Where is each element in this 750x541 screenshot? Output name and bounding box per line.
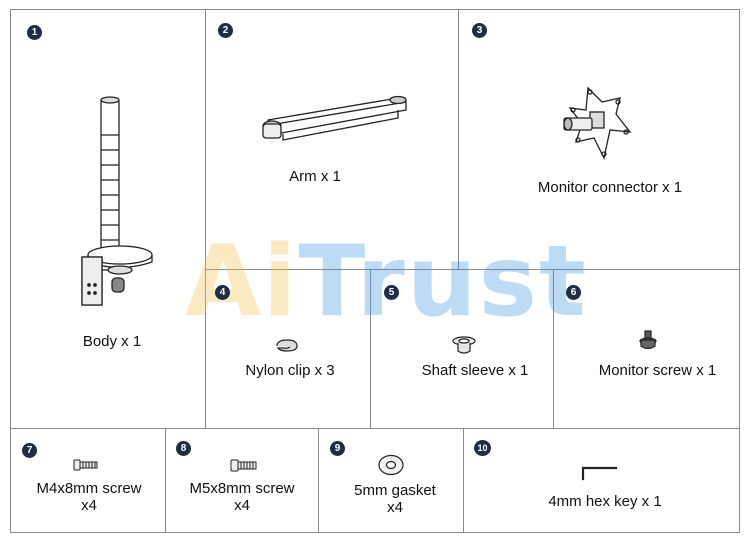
part-number-8: 8 bbox=[176, 441, 191, 456]
gasket-icon bbox=[378, 454, 404, 476]
part-number-3: 3 bbox=[472, 23, 487, 38]
arm-icon bbox=[262, 95, 407, 141]
part-label-7-name: M4x8mm screw bbox=[36, 480, 142, 497]
part-number-6: 6 bbox=[566, 285, 581, 300]
part-label-10: 4mm hex key x 1 bbox=[548, 493, 662, 510]
part-number-5: 5 bbox=[384, 285, 399, 300]
part-label-4: Nylon clip x 3 bbox=[245, 362, 335, 379]
part-label-8-name: M5x8mm screw bbox=[189, 480, 295, 497]
monitor-pole-body-icon bbox=[81, 96, 153, 306]
part-label-6: Monitor screw x 1 bbox=[598, 362, 717, 379]
part-number-1: 1 bbox=[27, 25, 42, 40]
part-label-8: M5x8mm screw x4 bbox=[178, 480, 306, 514]
part-number-7: 7 bbox=[22, 443, 37, 458]
shaft-sleeve-icon bbox=[452, 336, 476, 354]
hex-key-icon bbox=[581, 466, 618, 481]
m4-screw-icon bbox=[73, 459, 98, 471]
part-label-7: M4x8mm screw x4 bbox=[28, 480, 150, 514]
part-number-9: 9 bbox=[330, 441, 345, 456]
vesa-bracket-icon bbox=[563, 86, 632, 160]
part-label-2: Arm x 1 bbox=[289, 168, 341, 185]
part-label-5: Shaft sleeve x 1 bbox=[421, 362, 529, 379]
part-number-10: 10 bbox=[474, 440, 491, 456]
part-cell-10 bbox=[463, 428, 740, 533]
part-label-9-qty: x4 bbox=[387, 499, 403, 516]
part-label-1: Body x 1 bbox=[82, 333, 142, 350]
part-label-7-qty: x4 bbox=[81, 497, 97, 514]
part-number-2: 2 bbox=[218, 23, 233, 38]
part-label-8-qty: x4 bbox=[234, 497, 250, 514]
monitor-screw-icon bbox=[639, 330, 657, 350]
nylon-clip-icon bbox=[276, 339, 298, 352]
m5-screw-icon bbox=[230, 459, 257, 472]
part-label-3: Monitor connector x 1 bbox=[537, 179, 683, 196]
part-label-9: 5mm gasket x4 bbox=[340, 482, 450, 516]
part-number-4: 4 bbox=[215, 285, 230, 300]
part-label-9-name: 5mm gasket bbox=[354, 482, 436, 499]
